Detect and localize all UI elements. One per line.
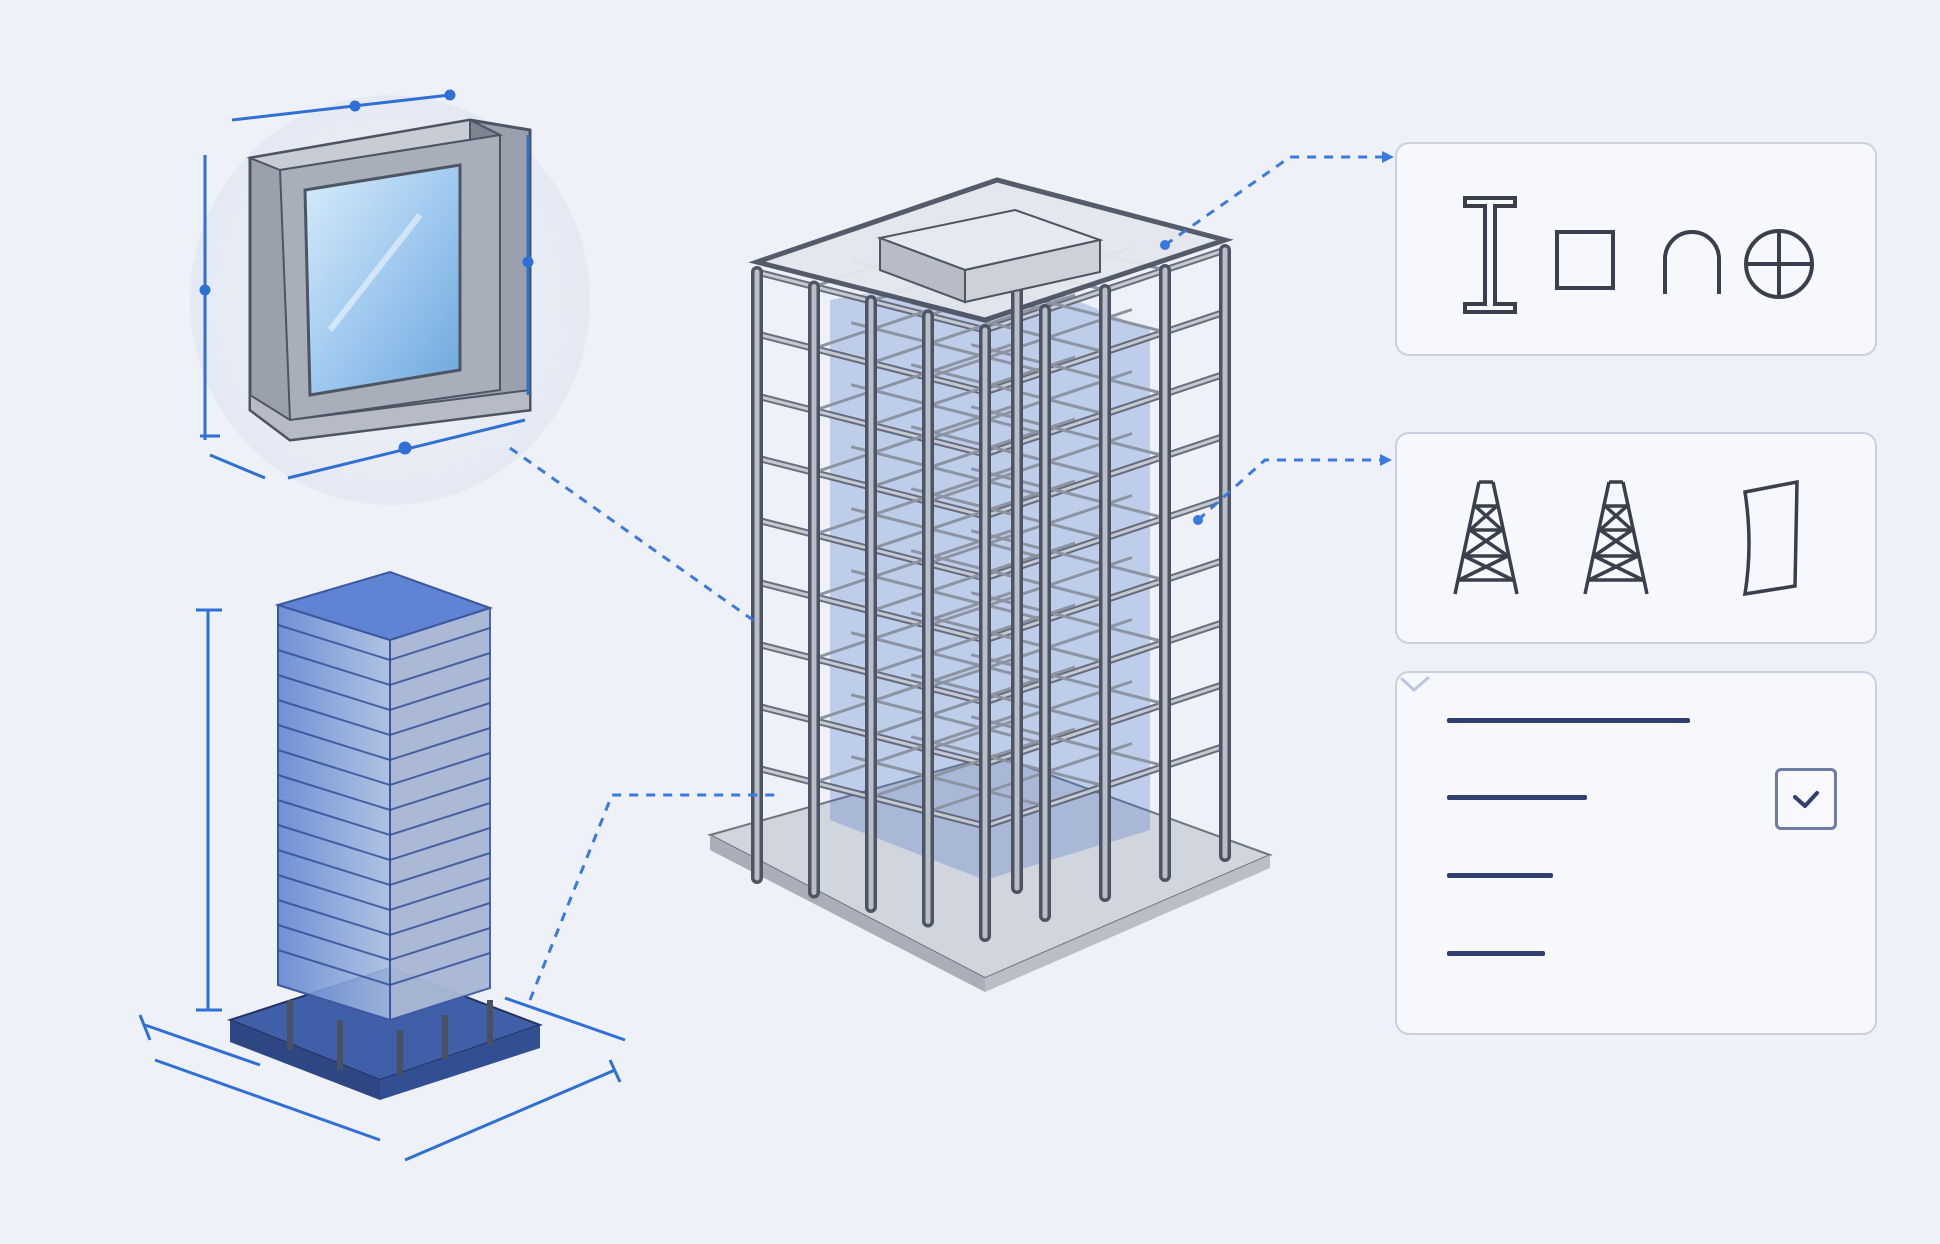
square-section-icon[interactable]	[1555, 230, 1615, 290]
list-row-2[interactable]	[1447, 795, 1587, 800]
structural-frame	[707, 177, 1273, 992]
wall-panel-icon[interactable]	[1742, 479, 1799, 597]
window-glass	[303, 163, 462, 397]
window-detail	[190, 89, 590, 505]
profile-sections-panel	[1395, 142, 1877, 356]
lattice-tower-icon[interactable]	[1583, 480, 1649, 595]
circle-cross-section-icon[interactable]	[1744, 229, 1814, 299]
checkmark-icon	[1793, 791, 1819, 808]
faint-checkmark-icon[interactable]	[1397, 673, 1433, 697]
glass-tower	[138, 570, 626, 1162]
checkbox-checked[interactable]	[1775, 768, 1837, 830]
list-row-4[interactable]	[1447, 951, 1545, 956]
dashed-connectors	[509, 155, 1382, 1001]
i-beam-icon[interactable]	[1463, 196, 1517, 314]
tower-elements-panel	[1395, 432, 1877, 644]
list-row-3[interactable]	[1447, 873, 1553, 878]
list-row-1[interactable]	[1447, 718, 1690, 723]
lattice-tower-icon[interactable]	[1453, 480, 1519, 595]
arch-section-icon[interactable]	[1663, 230, 1721, 294]
properties-list-panel	[1395, 671, 1877, 1035]
